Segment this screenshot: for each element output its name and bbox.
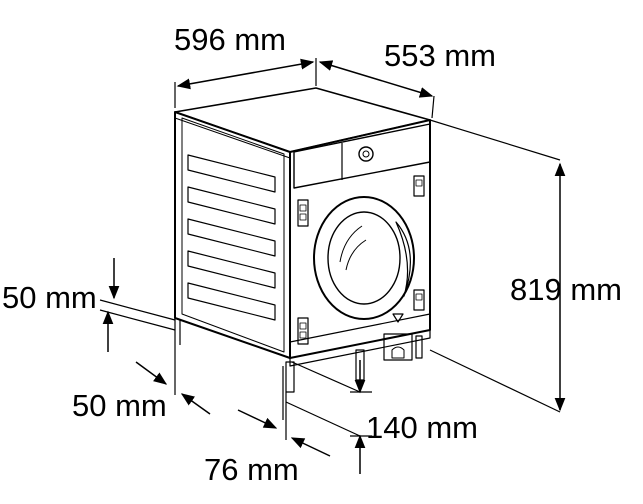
front-gap-arrow-left bbox=[135, 361, 168, 385]
latch-bottom-right bbox=[413, 289, 425, 311]
hinge-bottom-left bbox=[297, 317, 309, 345]
washing-machine-drawing bbox=[174, 87, 431, 393]
machine-front-face bbox=[289, 119, 431, 359]
plinth bbox=[289, 313, 431, 367]
dimension-lines bbox=[99, 58, 566, 474]
machine-side-inner bbox=[181, 117, 285, 353]
side-ribs bbox=[187, 154, 276, 321]
front-gap-arrow-right bbox=[180, 393, 211, 415]
door-handle bbox=[395, 221, 411, 297]
door-offset-arrow-left bbox=[237, 409, 278, 429]
width-label: 596 mm bbox=[174, 22, 286, 57]
door-offset-label: 76 mm bbox=[204, 452, 299, 487]
foot-left bbox=[285, 361, 295, 393]
filter-hatch bbox=[383, 333, 413, 361]
latch-top-right bbox=[413, 175, 425, 197]
control-panel bbox=[293, 123, 431, 189]
depth-dimension-line bbox=[318, 60, 434, 98]
depth-label: 553 mm bbox=[384, 38, 496, 73]
width-dimension-line bbox=[176, 58, 315, 90]
height-label: 819 mm bbox=[510, 272, 622, 307]
hinge-top-left bbox=[297, 199, 309, 227]
front-gap-label: 50 mm bbox=[72, 388, 167, 423]
program-knob-icon bbox=[358, 146, 374, 162]
side-gap-label: 50 mm bbox=[2, 280, 97, 315]
door-glass bbox=[327, 211, 401, 305]
door-ring bbox=[313, 196, 415, 320]
front-arrow-mark bbox=[392, 313, 404, 323]
foot-depth-label: 140 mm bbox=[366, 410, 478, 445]
door-offset-arrow-right bbox=[290, 437, 331, 457]
